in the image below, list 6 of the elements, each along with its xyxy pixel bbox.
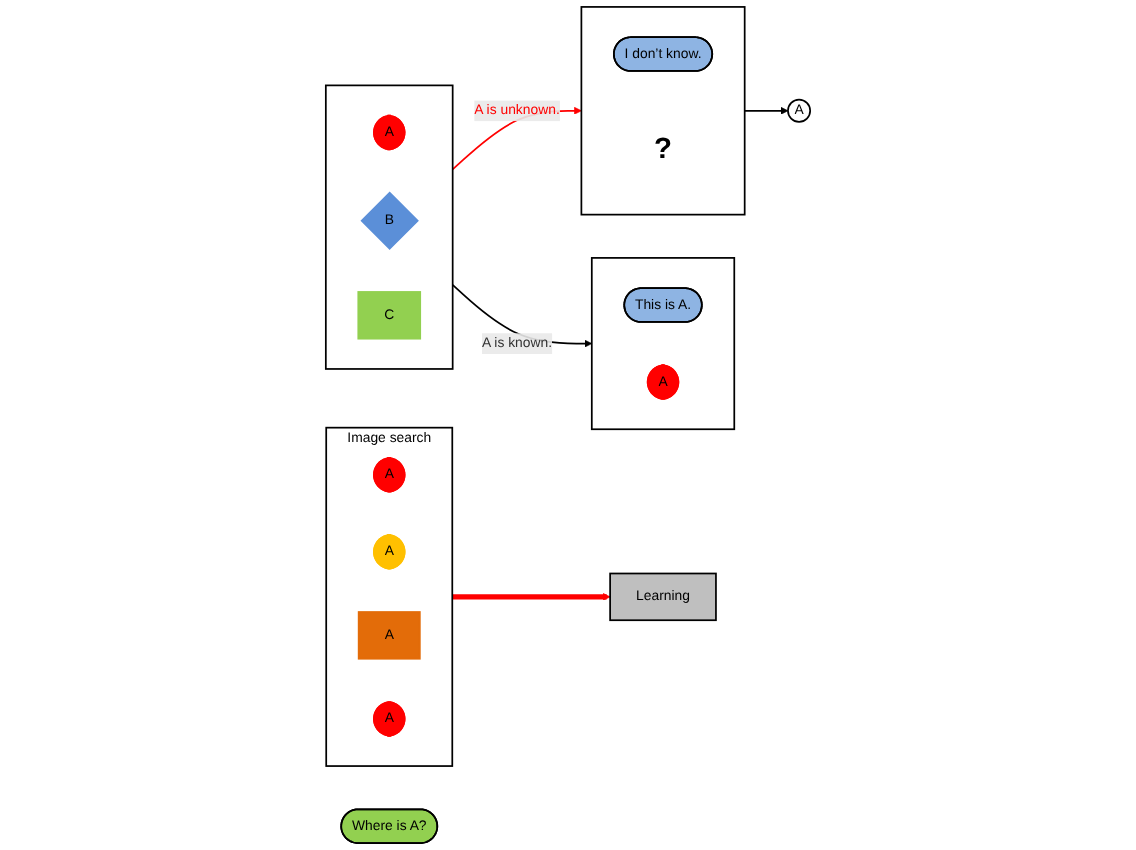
cluster bbox=[590, 257, 736, 431]
node-text: ? bbox=[654, 132, 673, 166]
cluster bbox=[580, 6, 746, 216]
arrow bbox=[743, 106, 789, 115]
arrow bbox=[452, 593, 611, 601]
cluster bbox=[324, 84, 454, 370]
